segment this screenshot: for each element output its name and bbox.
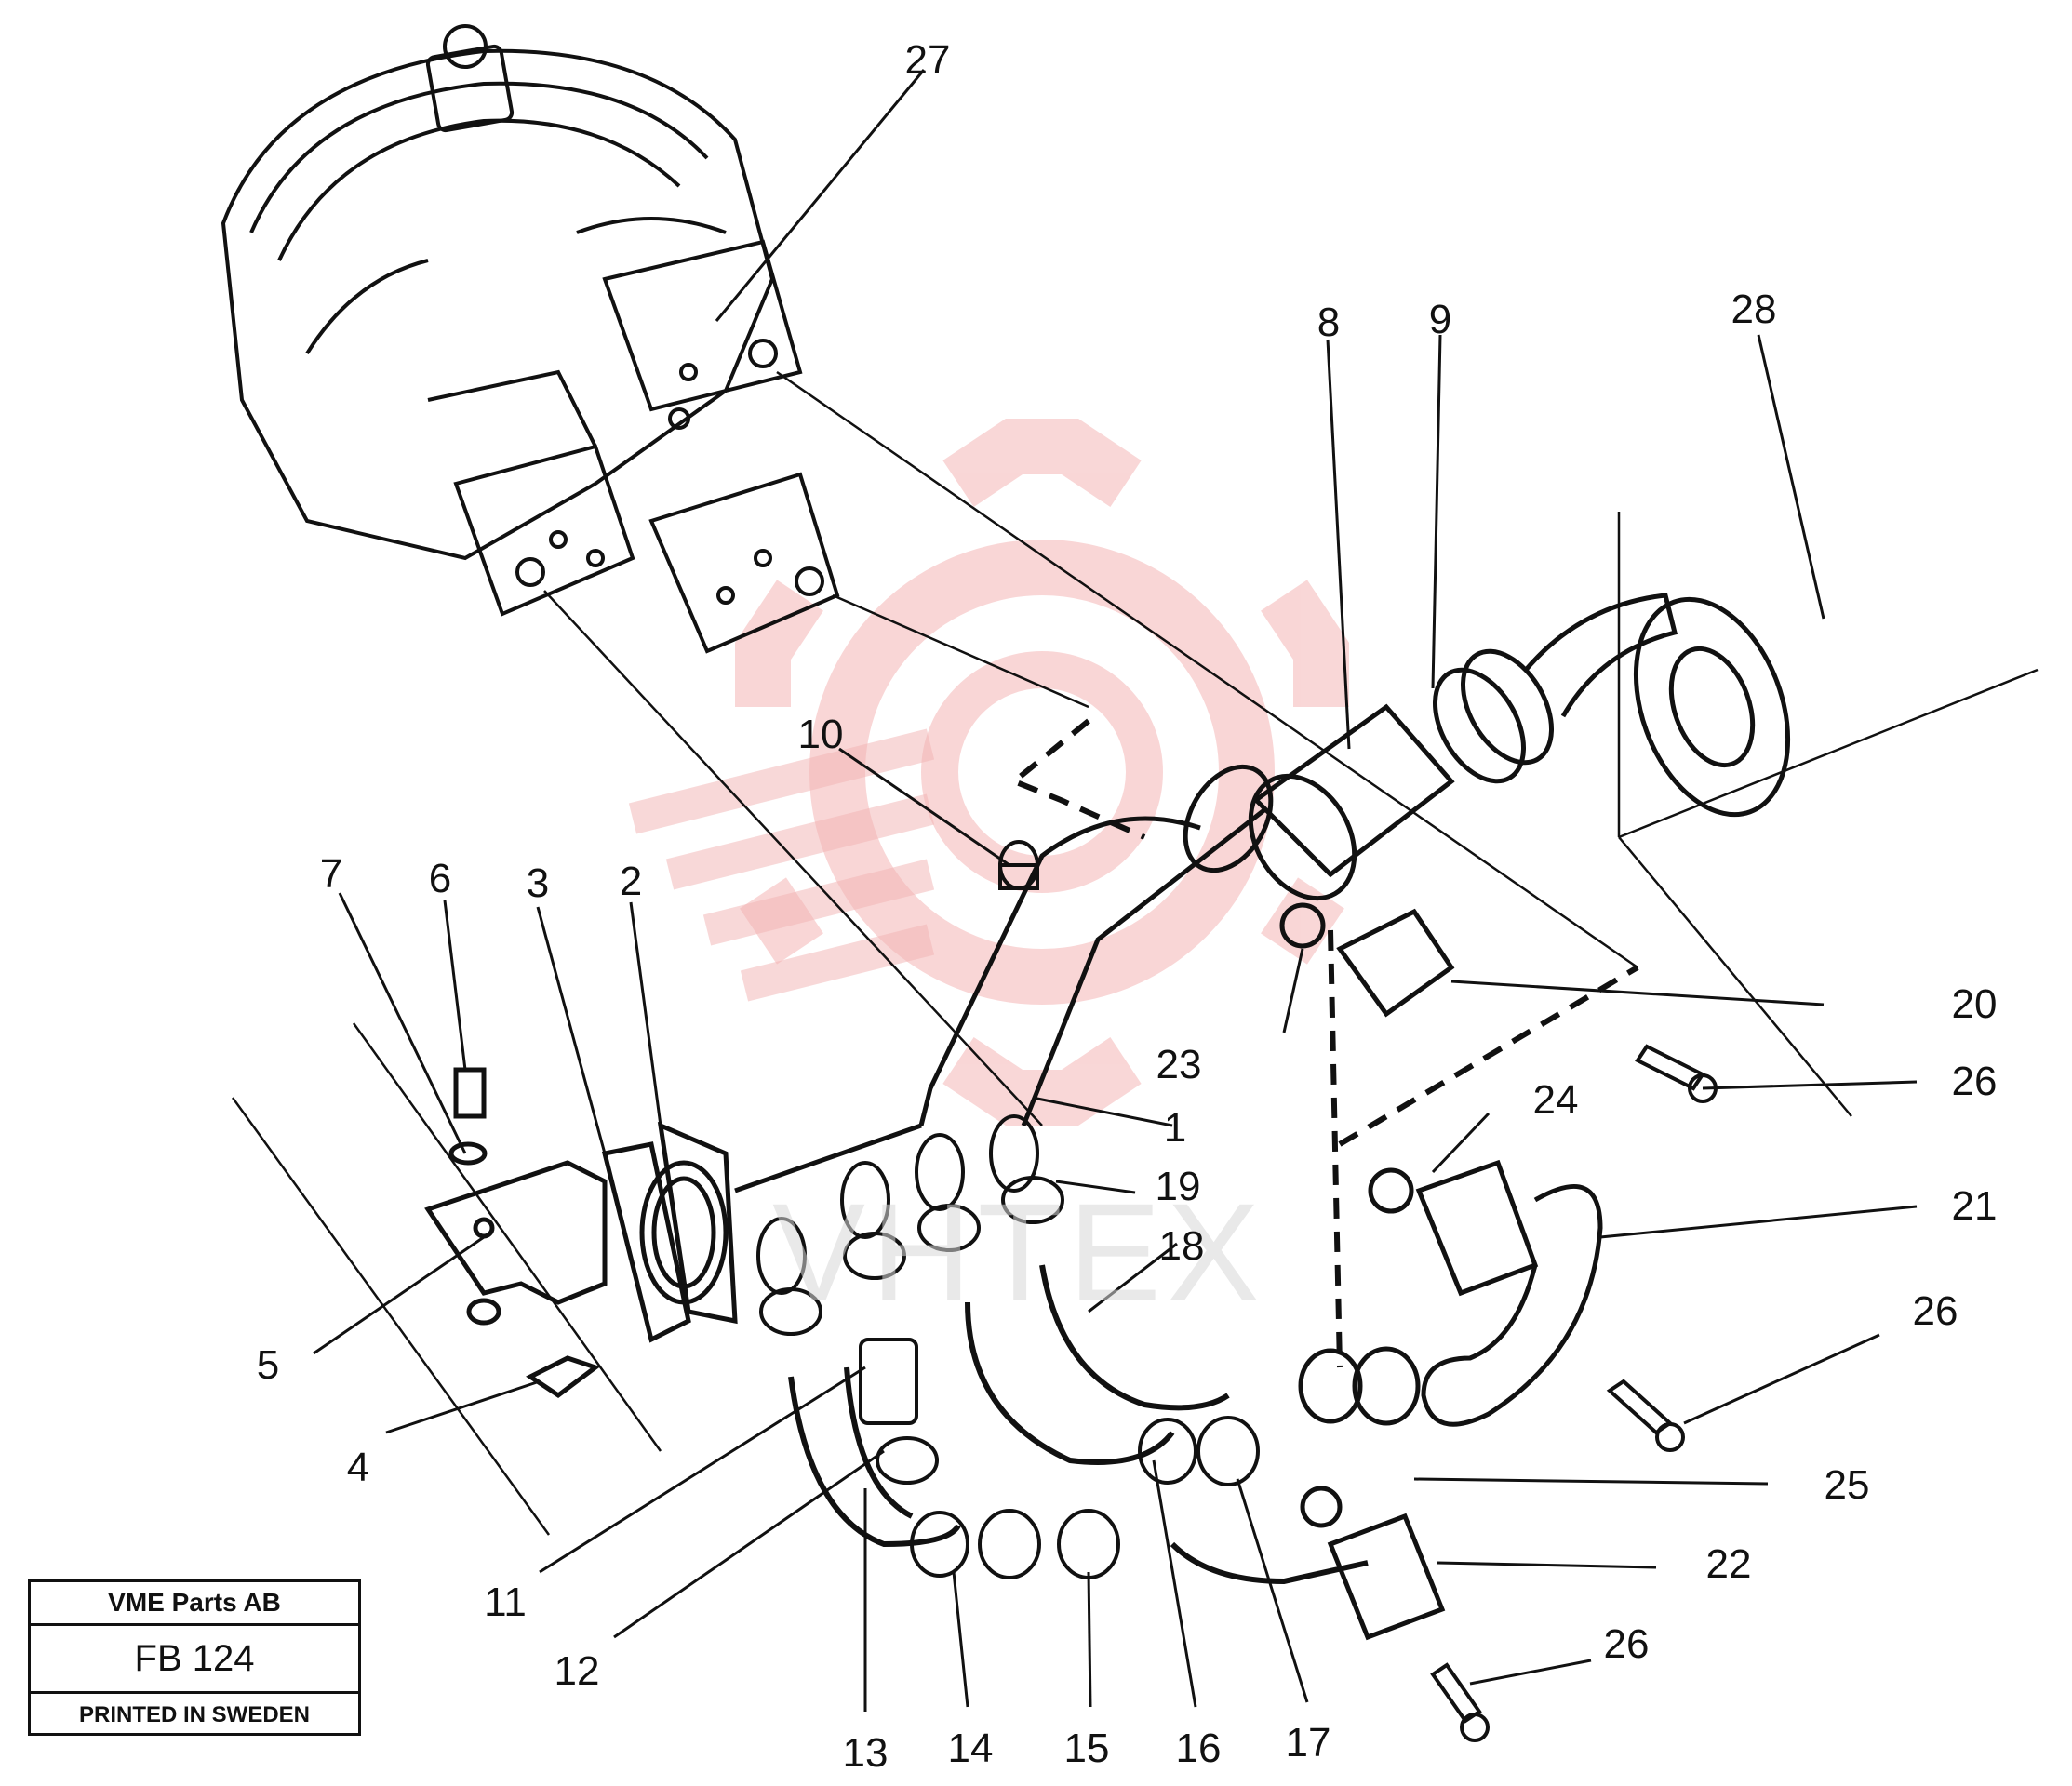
callout-pointers [313, 69, 1918, 1712]
callout-13: 13 [842, 1730, 889, 1776]
callout-18: 18 [1158, 1223, 1205, 1269]
callout-15: 15 [1063, 1726, 1110, 1771]
title-company: VME Parts AB [31, 1582, 358, 1626]
callout-26a: 26 [1951, 1059, 1998, 1104]
bracket-parts [424, 1067, 738, 1399]
callout-21: 21 [1951, 1183, 1998, 1229]
callout-4: 4 [346, 1445, 370, 1490]
callout-14: 14 [947, 1726, 994, 1771]
callout-20: 20 [1951, 981, 1998, 1027]
callout-9: 9 [1428, 297, 1452, 342]
callout-1: 1 [1163, 1105, 1187, 1151]
callout-26b: 26 [1912, 1288, 1958, 1334]
callout-17: 17 [1285, 1720, 1331, 1766]
callout-26c: 26 [1603, 1621, 1650, 1667]
callout-16: 16 [1175, 1726, 1222, 1771]
callout-12: 12 [554, 1648, 600, 1694]
callout-24: 24 [1532, 1077, 1579, 1123]
leader-lines [231, 370, 2039, 1536]
callout-19: 19 [1155, 1164, 1201, 1209]
callout-2: 2 [619, 859, 643, 904]
callout-11: 11 [484, 1579, 527, 1625]
callout-27: 27 [904, 37, 951, 83]
title-printed: PRINTED IN SWEDEN [78, 1702, 310, 1727]
plug-part [998, 840, 1039, 890]
coupling-parts [1248, 593, 1791, 901]
blocks-and-hoses [1279, 902, 1603, 1641]
transmission-housing [221, 24, 840, 654]
callout-23: 23 [1156, 1042, 1202, 1087]
callout-3: 3 [526, 860, 550, 906]
watermark-stripes [628, 728, 935, 1002]
callout-25: 25 [1824, 1462, 1870, 1508]
callout-5: 5 [256, 1342, 280, 1388]
hoses-and-clamps [756, 1114, 1369, 1585]
callout-22: 22 [1705, 1541, 1752, 1587]
callout-6: 6 [428, 856, 452, 901]
title-block: VME Parts AB FB 124 PRINTED IN SWEDEN [28, 1579, 361, 1736]
bolts [1430, 1044, 1718, 1742]
callout-7: 7 [319, 851, 343, 897]
dashed-lines [1009, 718, 1639, 1368]
title-code: FB 124 [31, 1626, 358, 1694]
main-pipe [734, 764, 1274, 1193]
callout-10: 10 [797, 712, 844, 757]
watermark-text: VHTEX [772, 1174, 1266, 1330]
callout-8: 8 [1317, 300, 1341, 345]
callout-28: 28 [1731, 287, 1777, 332]
